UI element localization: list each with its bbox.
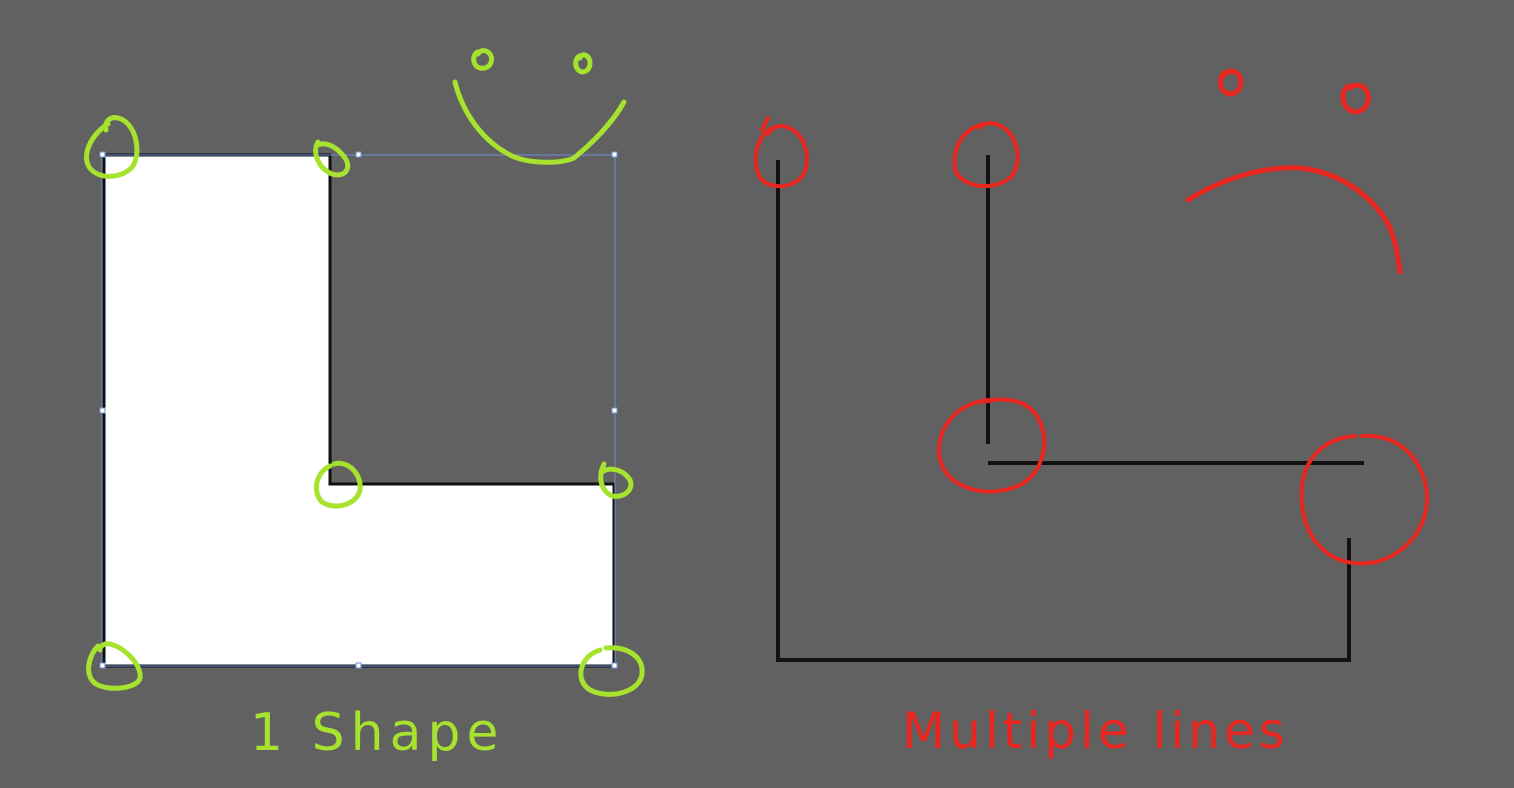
handle-top-middle[interactable] [355, 151, 362, 158]
handle-bottom-right[interactable] [611, 662, 618, 669]
smiley-mouth [452, 79, 627, 165]
endpoint-annotations [753, 116, 1429, 566]
handle-top-right[interactable] [611, 151, 618, 158]
endpoint-circle-top-left [753, 116, 809, 189]
handle-middle-left[interactable] [99, 407, 106, 414]
corner-circle-top-left [84, 115, 140, 179]
left-caption: 1 Shape [250, 703, 504, 763]
l-shape-polygon[interactable] [102, 153, 616, 668]
sad-mouth [1185, 165, 1403, 275]
corner-annotations [84, 115, 645, 697]
sad-face-icon [1185, 68, 1403, 275]
endpoint-circle-inner-corner [937, 397, 1047, 494]
handle-top-left[interactable] [99, 151, 106, 158]
right-panel: Multiple lines [753, 68, 1429, 760]
sad-right-eye [1340, 82, 1371, 115]
handle-middle-right[interactable] [611, 407, 618, 414]
smiley-right-eye [573, 52, 593, 75]
corner-circle-right-inner [598, 461, 634, 499]
corner-circle-inner-corner [313, 460, 363, 509]
smiley-face-icon [452, 48, 627, 165]
corner-circle-top-inner [313, 139, 351, 178]
left-panel: 1 Shape [84, 48, 645, 763]
smiley-left-eye [471, 48, 495, 71]
corner-circle-bottom-right [578, 645, 645, 697]
endpoint-circle-right-corner [1299, 433, 1429, 566]
endpoint-circle-top-inner [952, 121, 1020, 189]
handle-bottom-left[interactable] [99, 662, 106, 669]
handle-bottom-middle[interactable] [355, 662, 362, 669]
corner-circle-bottom-left [86, 641, 143, 691]
selection-handles [99, 151, 618, 669]
right-caption: Multiple lines [902, 702, 1289, 760]
line-segments [776, 155, 1364, 662]
sad-left-eye [1218, 68, 1244, 97]
